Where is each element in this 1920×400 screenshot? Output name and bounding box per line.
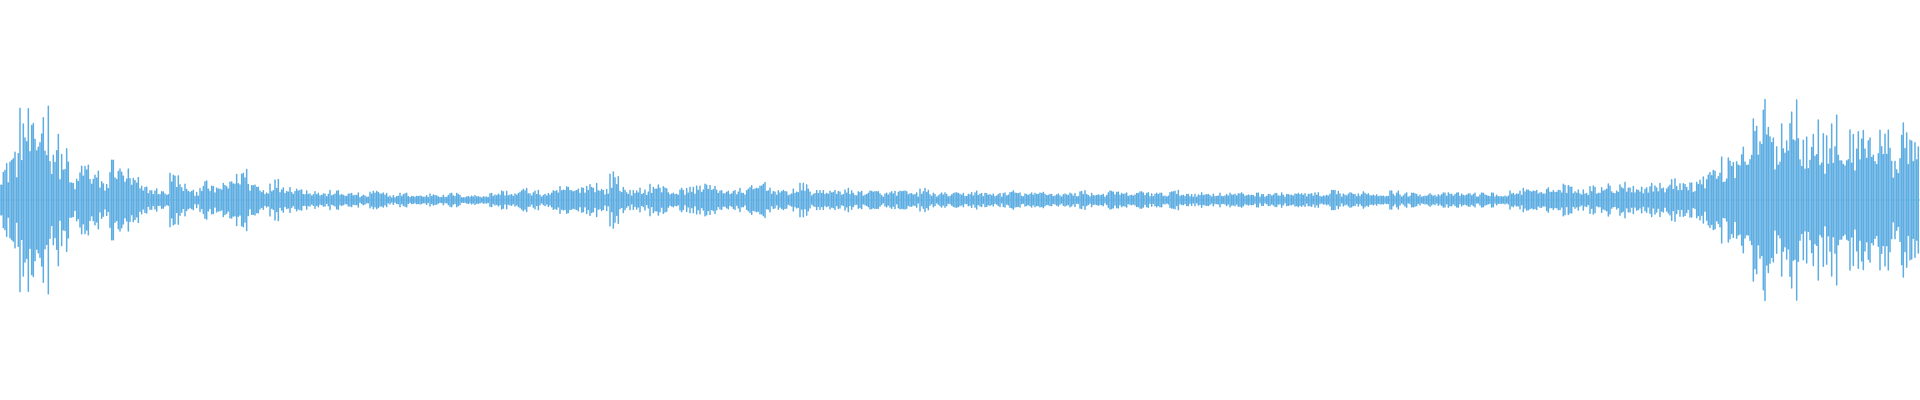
waveform-bars [0, 98, 1920, 302]
